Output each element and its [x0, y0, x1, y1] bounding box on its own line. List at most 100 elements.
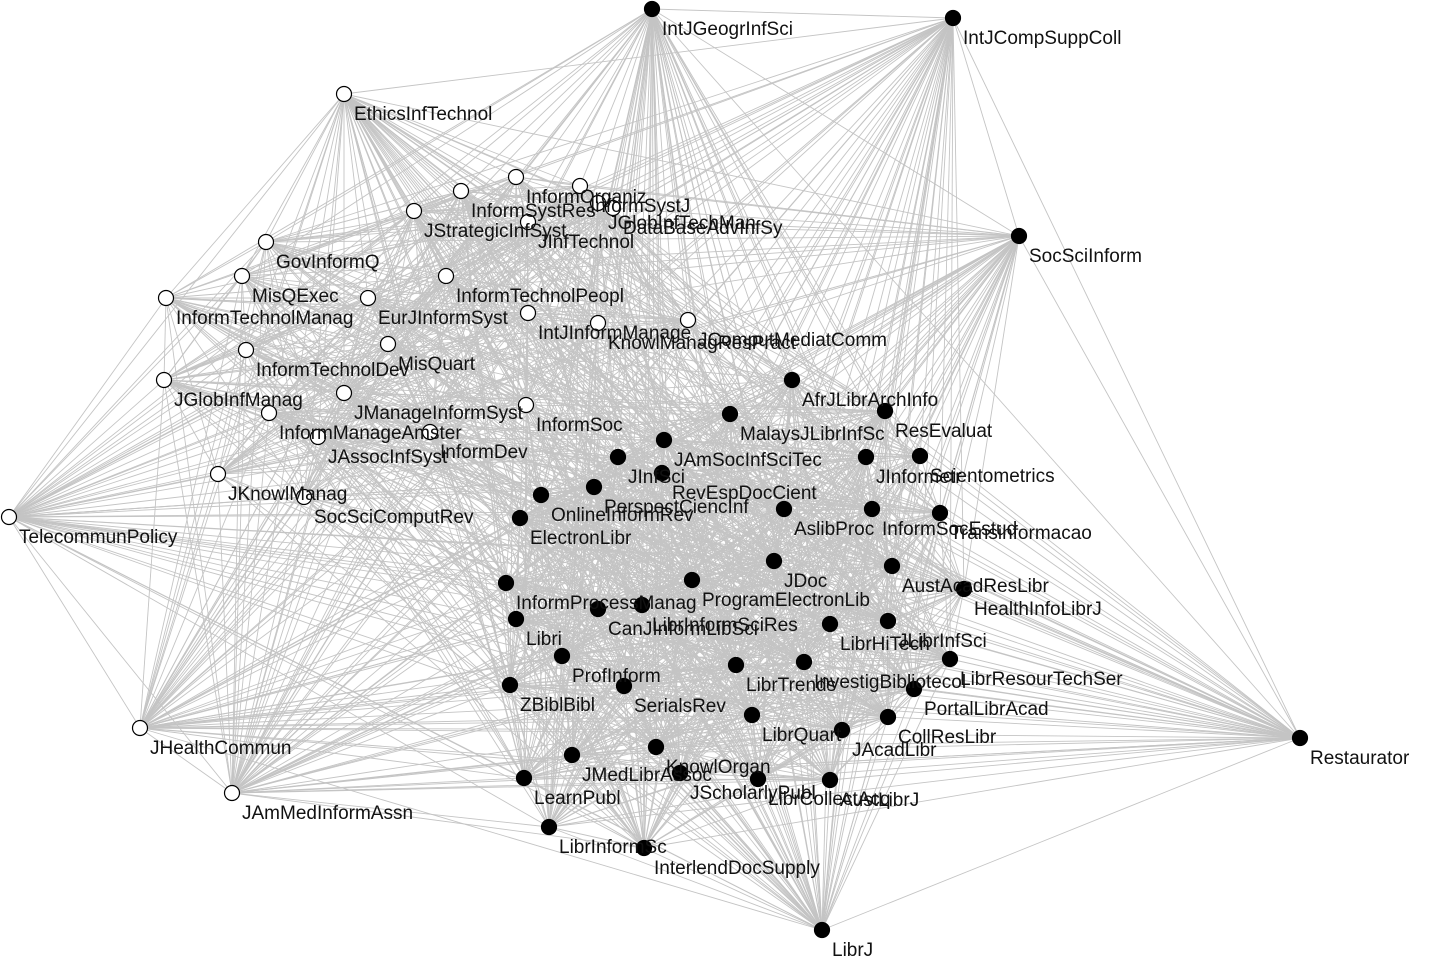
edge-TelecommunPolicy-CollResLibr: [8, 516, 889, 718]
edge-InformTechnolDev-ZBiblBibl: [245, 349, 511, 686]
edge-LibrHiTech-ZBiblBibl: [509, 623, 831, 686]
edge-TelecommunPolicy-Restaurator: [8, 516, 1301, 739]
edge-JKnowlManag-MalaysJLibrInfSc: [217, 413, 731, 475]
edge-EurJInformSyst-AslibProc: [367, 297, 785, 510]
node-label-ProfInform: ProfInform: [572, 666, 661, 687]
edge-JHealthCommun-JScholarlyPubl: [139, 727, 681, 774]
edge-InformTechnolManag-InformSoc: [165, 297, 527, 406]
edge-layer: [8, 8, 1301, 931]
edge-JHealthCommun-JManageInformSyst: [139, 392, 345, 729]
node-label-InformSystJ: InformSystJ: [590, 196, 690, 217]
edge-SocSciInform-JDoc: [773, 235, 1020, 562]
edge-IntJInformManage-JManageInformSyst: [343, 312, 529, 394]
edge-InformManageAmster-ElectronLibr: [268, 412, 521, 519]
node-label-EurJInformSyst: EurJInformSyst: [378, 308, 509, 329]
node-label-JGlobInfTechMan: JGlobInfTechMan: [608, 213, 756, 234]
edge-LibrHiTech-Restaurator: [829, 623, 1301, 739]
edge-JHealthCommun-RevEspDocCient: [139, 472, 663, 729]
edge-IntJCompSuppColl-EurJInformSyst: [367, 17, 954, 299]
edge-IntJCompSuppColl-InformProcessManag: [505, 17, 954, 584]
edge-JGlobInfTechMan-LibrResourTechSer: [597, 202, 951, 660]
node-label-ZBiblBibl: ZBiblBibl: [520, 695, 595, 716]
edge-EurJInformSyst-LibrQuart: [367, 297, 753, 716]
edge-LibrInformSc-InterlendDocSupply: [548, 826, 645, 849]
edge-CollResLibr-LearnPubl: [523, 716, 889, 779]
edge-TelecommunPolicy-JAcadLibr: [8, 516, 843, 731]
node-label-InvestigBibliotecol: InvestigBibliotecol: [814, 672, 966, 693]
edge-InformSystJ-HealthInfoLibrJ: [579, 185, 965, 590]
edge-DataBaseAdvInfSy-GovInformQ: [265, 207, 614, 243]
edge-JHealthCommun-ElectronLibr: [139, 517, 521, 729]
edge-JAssocInfSyst-AustAcadResLibr: [317, 436, 893, 567]
edge-EthicsInfTechnol-CollResLibr: [343, 93, 889, 718]
edge-JAssocInfSyst-ResEvaluat: [317, 410, 886, 438]
edge-SocSciInform-Restaurator: [1018, 235, 1301, 739]
node-label-AustLibrJ: AustLibrJ: [840, 790, 919, 811]
edge-EurJInformSyst-AfrJLibrArchInfo: [367, 297, 793, 381]
edge-JAssocInfSyst-LibrHiTech: [317, 436, 831, 625]
node-JLibrInfSci: [879, 612, 897, 630]
node-label-MisQuart: MisQuart: [398, 354, 476, 375]
edge-JKnowlManag-TelecommunPolicy: [8, 473, 219, 518]
edge-EthicsInfTechnol-InvestigBibliotecol: [343, 93, 805, 663]
edge-IntJCompSuppColl-JAmSocInfSciTec: [663, 17, 954, 441]
edge-IntJCompSuppColl-AustLibrJ: [829, 17, 954, 781]
edge-JAssocInfSyst-JLibrInfSci: [317, 436, 889, 622]
edge-DataBaseAdvInfSy-JLibrInfSci: [612, 207, 889, 622]
edge-TelecommunPolicy-KnowlOrgan: [8, 516, 657, 748]
edge-JHealthCommun-PerspectCiencInf: [139, 486, 595, 729]
edge-JHealthCommun-CollResLibr: [139, 716, 889, 729]
edge-IntJGeogrInfSci-InformSystRes: [460, 8, 653, 192]
edge-SocSciInform-HealthInfoLibrJ: [963, 235, 1020, 590]
node-label-TelecommunPolicy: TelecommunPolicy: [19, 527, 178, 548]
edge-GovInformQ-Restaurator: [265, 241, 1301, 739]
edge-IntJGeogrInfSci-InformSoc: [525, 8, 653, 406]
edge-IntJCompSuppColl-RevEspDocCient: [661, 17, 954, 474]
edge-InformTechnolManag-JKnowlManag: [165, 297, 219, 475]
edge-JKnowlManag-InformProcessManag: [217, 473, 507, 584]
edge-SocSciComputRev-LibrResourTechSer: [303, 496, 951, 660]
edge-JComputMediatComm-PortalLibrAcad: [687, 319, 915, 690]
edge-GovInformQ-TelecommunPolicy: [8, 241, 267, 518]
edge-InformManageAmster-TelecommunPolicy: [8, 412, 270, 518]
node-label-JInformetr: JInformetr: [876, 467, 962, 488]
node-label-AustAcadResLibr: AustAcadResLibr: [902, 576, 1049, 597]
edge-LibrJ-JInfSci: [617, 456, 823, 931]
edge-Restaurator-AustLibrJ: [829, 737, 1301, 781]
edge-JHealthCommun-JLibrInfSci: [139, 620, 889, 729]
node-label-AslibProc: AslibProc: [794, 519, 874, 540]
edge-TelecommunPolicy-LibrTrends: [8, 516, 737, 666]
edge-JHealthCommun-JAmMedInformAssn: [139, 727, 233, 794]
edge-SocSciInform-LibrInformSc: [548, 235, 1020, 828]
edge-TelecommunPolicy-InformSocEstud: [8, 508, 873, 518]
edge-LibrJ-InformSocEstud: [821, 508, 873, 931]
edge-JAmMedInformAssn-LibrInformSc: [231, 792, 550, 828]
edge-IntJGeogrInfSci-InterlendDocSupply: [643, 8, 653, 849]
node-layer: [0, 0, 1309, 939]
edge-LibrHiTech-ProfInform: [561, 623, 831, 657]
edge-JDoc-InterlendDocSupply: [643, 560, 775, 849]
edge-JManageInformSyst-TelecommunPolicy: [8, 392, 345, 518]
node-label-KnowlManagResPract: KnowlManagResPract: [608, 333, 797, 354]
edge-IntJGeogrInfSci-JInfTechnol: [527, 8, 653, 223]
edge-JAmMedInformAssn-InformManageAmster: [231, 412, 270, 794]
edge-LibrJ-JGlobInfManag: [163, 379, 823, 931]
edge-JInformetr-Transinformacao: [865, 456, 941, 514]
node-JDoc: [765, 552, 783, 570]
edge-JAmMedInformAssn-Restaurator: [231, 737, 1301, 794]
edge-SocSciComputRev-IntJCompSuppColl: [303, 17, 954, 498]
edge-Libri-LibrResourTechSer: [515, 618, 951, 660]
node-label-SocSciComputRev: SocSciComputRev: [314, 507, 474, 528]
edge-InformDev-IntJGeogrInfSci: [429, 8, 653, 433]
edge-InformDev-JInfSci: [429, 431, 619, 458]
node-GovInformQ: [257, 233, 275, 251]
edge-TelecommunPolicy-LibrInformSciRes: [8, 516, 643, 606]
node-LibrResourTechSer: [941, 650, 959, 668]
edge-AfrJLibrArchInfo-Restaurator: [791, 379, 1301, 739]
edge-JLibrInfSci-Restaurator: [887, 620, 1301, 739]
edge-InformTechnolPeopl-InformTechnolDev: [245, 275, 447, 351]
edge-SocSciInform-EthicsInfTechnol: [343, 93, 1020, 237]
edge-JHealthCommun-ProfInform: [139, 655, 563, 729]
